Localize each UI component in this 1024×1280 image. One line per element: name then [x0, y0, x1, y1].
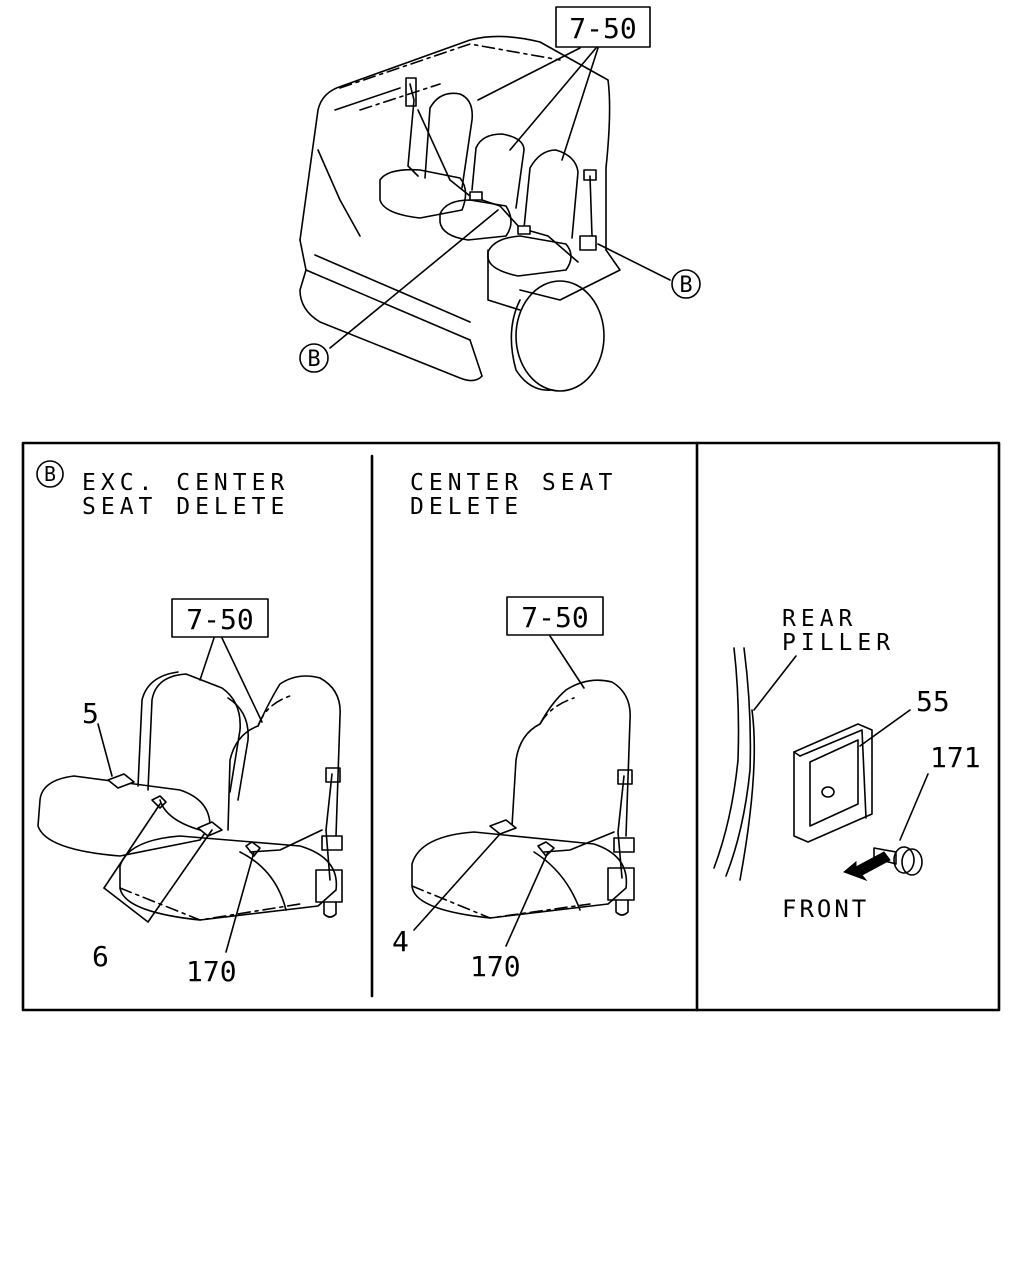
rear-pillar-label-1: REAR [782, 606, 857, 632]
panel-middle-ref-label: 7-50 [521, 601, 588, 634]
callout-b-left: B [299, 343, 329, 373]
svg-text:B: B [44, 462, 56, 486]
top-ref-box: 7-50 [555, 6, 651, 48]
callout-b-right: B [671, 269, 701, 299]
detail-frame [21, 441, 1001, 1012]
panel-left-ref-label: 7-50 [186, 603, 253, 636]
panel-left-title-1: EXC. CENTER [82, 470, 289, 496]
clip-171 [873, 846, 923, 876]
svg-text:B: B [679, 273, 692, 298]
part-170-label-left: 170 [186, 955, 237, 988]
front-label: FRONT [782, 895, 869, 923]
part-4-label: 4 [392, 925, 409, 958]
rear-pillar-label-2: PILLER [782, 630, 895, 656]
svg-text:B: B [307, 347, 320, 372]
panel-left-title-2: SEAT DELETE [82, 494, 289, 520]
panel-center-seat-delete: CENTER SEAT DELETE 7-50 4 170 [392, 470, 635, 983]
part-171-label: 171 [930, 741, 981, 774]
panel-rear-pillar: REAR PILLER 55 171 FRONT [713, 606, 981, 923]
cab-illustration [299, 35, 621, 392]
panel-exc-center-seat-delete: B EXC. CENTER SEAT DELETE 7-50 [36, 460, 343, 988]
panel-middle-title-1: CENTER SEAT [410, 470, 617, 496]
top-ref-label: 7-50 [569, 12, 636, 45]
bracket-55 [793, 723, 873, 843]
top-leader-lines [329, 47, 671, 349]
panel-middle-title-2: DELETE [410, 494, 523, 520]
part-6-label: 6 [92, 940, 109, 973]
front-arrow-icon [843, 851, 891, 882]
part-170-label-middle: 170 [470, 950, 521, 983]
part-55-label: 55 [916, 685, 950, 718]
part-5-label: 5 [82, 697, 99, 730]
panel-b-callout: B [36, 460, 64, 488]
